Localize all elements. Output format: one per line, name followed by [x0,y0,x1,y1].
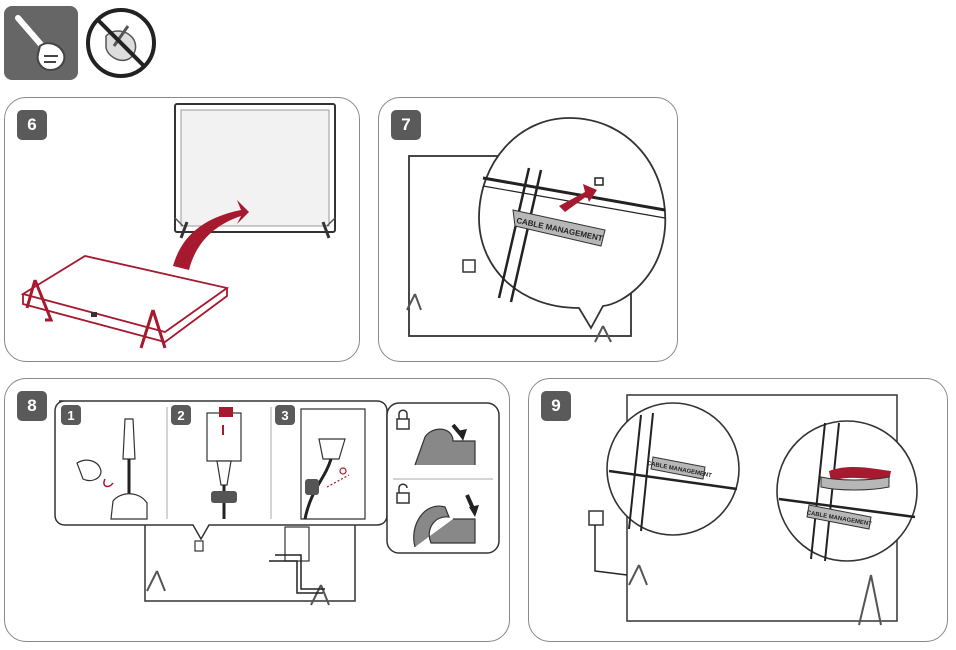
substep-2-badge: 2 [171,405,191,425]
substep-1-badge: 1 [61,405,81,425]
step-6-panel: 6 [4,97,360,362]
step-7-panel: 7 CABLE MANAGEMENT [378,97,678,362]
screwdriver-icon [4,6,78,80]
step-number-badge: 7 [391,110,421,140]
step-number-badge: 9 [541,391,571,421]
unlock-icon [396,483,410,504]
lock-icon [396,409,410,430]
step-number-badge: 8 [17,391,47,421]
step-8-panel: 8 [4,378,510,642]
step-number-badge: 6 [17,110,47,140]
substep-3-badge: 3 [275,405,295,425]
no-hand-icon [84,6,158,80]
step-9-panel: 9 CABLE MANAGEMENT CABLE MANAGEMENT [528,378,948,642]
